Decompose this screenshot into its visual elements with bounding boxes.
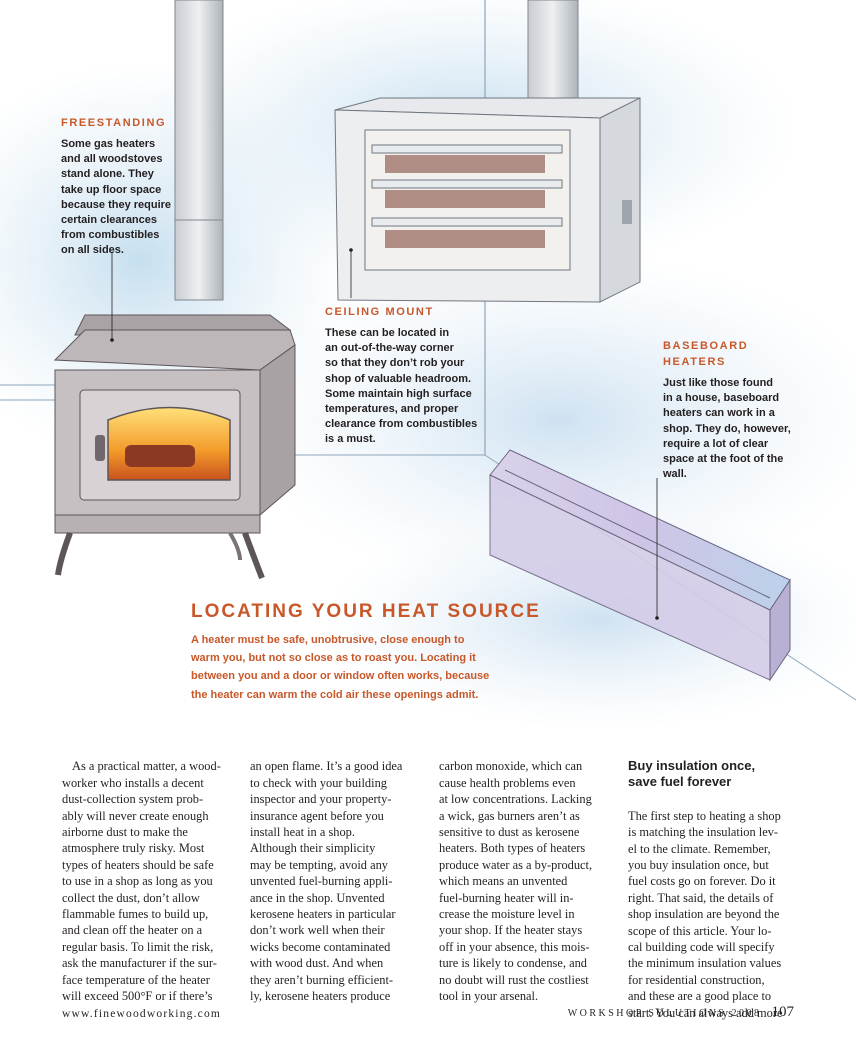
sidebar-heading: Buy insulation once, save fuel forever (628, 758, 756, 790)
footer-folio: WORKSHOP SOLUTIONS 2008 107 (568, 1004, 794, 1021)
body-column-4-text: The first step to heating a shop is matc… (628, 808, 783, 1020)
body-column-1: As a practical matter, a wood- worker wh… (62, 742, 234, 1021)
callout-freestanding: FREESTANDING Some gas heaters and all wo… (61, 115, 211, 259)
callout-baseboard-body: Just like those found in a house, basebo… (663, 377, 791, 481)
feature-title: LOCATING YOUR HEAT SOURCE (191, 601, 541, 622)
callout-baseboard: BASEBOARD HEATERS Just like those found … (663, 338, 803, 482)
footer-url: www.finewoodworking.com (62, 1008, 222, 1020)
heater-illustration (0, 0, 856, 730)
footer-section-name: WORKSHOP SOLUTIONS 2008 (567, 1008, 762, 1019)
callout-ceiling-mount-label: CEILING MOUNT (325, 306, 434, 318)
callout-baseboard-label: BASEBOARD HEATERS (663, 340, 749, 368)
body-column-3-text: carbon monoxide, which can cause health … (439, 759, 593, 1004)
callout-ceiling-mount: CEILING MOUNT These can be located in an… (325, 304, 515, 448)
body-column-4: Buy insulation once, save fuel forever T… (628, 742, 800, 1038)
feature-deck: A heater must be safe, unobtrusive, clos… (191, 634, 490, 701)
body-column-2: an open flame. It’s a good idea to check… (250, 742, 422, 1021)
body-column-1-text: As a practical matter, a wood- worker wh… (62, 759, 221, 1004)
body-column-3: carbon monoxide, which can cause health … (439, 742, 611, 1021)
callout-freestanding-body: Some gas heaters and all woodstoves stan… (61, 138, 172, 257)
callout-ceiling-mount-body: These can be located in an out-of-the-wa… (325, 327, 478, 446)
callout-freestanding-label: FREESTANDING (61, 117, 167, 129)
body-column-2-text: an open flame. It’s a good idea to check… (250, 759, 403, 1004)
page-number: 107 (771, 1004, 795, 1020)
